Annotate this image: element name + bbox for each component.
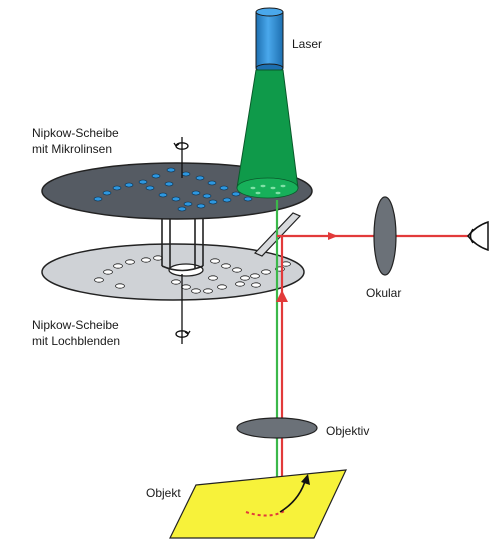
laser-beam-cone — [236, 69, 299, 199]
label-lower-disk-line1: Nipkow-Scheibe — [32, 318, 119, 332]
label-ocular: Okular — [366, 286, 401, 300]
label-laser: Laser — [292, 37, 322, 51]
pinhole-disk — [41, 243, 305, 301]
detection-arrow-right — [328, 232, 338, 240]
optical-paths — [275, 200, 468, 506]
ocular-lens — [373, 196, 397, 276]
label-upper-disk-line1: Nipkow-Scheibe — [32, 126, 119, 140]
eye-icon — [467, 220, 489, 252]
pinhole-array — [94, 255, 291, 294]
laser-source — [255, 7, 284, 73]
disk-coupling-frame — [161, 216, 204, 272]
scan-path — [245, 509, 287, 517]
label-lower-disk-line2: mit Lochblenden — [32, 334, 120, 348]
label-objective: Objektiv — [326, 424, 369, 438]
label-upper-disk-line2: mit Mikrolinsen — [32, 142, 112, 156]
upper-rotation-axis — [173, 137, 189, 178]
objective-lens — [236, 417, 318, 439]
object-plane — [169, 469, 347, 539]
label-object: Objekt — [146, 486, 181, 500]
lower-rotation-axis — [175, 274, 191, 344]
detection-arrow-up — [276, 290, 288, 302]
microlens-array — [93, 167, 289, 212]
